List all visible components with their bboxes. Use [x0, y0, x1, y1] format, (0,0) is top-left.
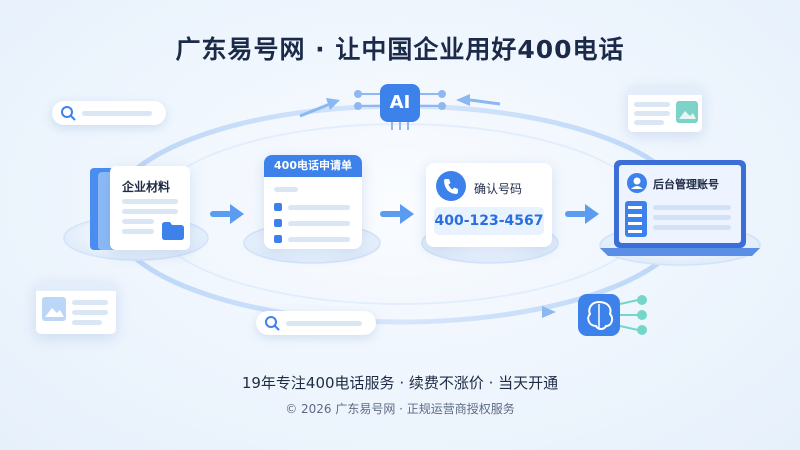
phone-icon	[436, 171, 466, 201]
footer-tagline: 19年专注400电话服务 · 续费不涨价 · 当天开通	[241, 374, 559, 392]
materials-label: 企业材料	[122, 180, 171, 194]
ai-badge-label: AI	[389, 92, 411, 113]
image-icon	[676, 101, 698, 123]
floating-window-bottom-left	[36, 282, 116, 334]
step-arrow-3	[565, 204, 599, 224]
search-icon	[265, 316, 280, 331]
admin-label: 后台管理账号	[653, 178, 719, 191]
ai-chip: AI	[352, 80, 448, 132]
folder-icon	[162, 222, 184, 240]
step-admin-account: 后台管理账号	[619, 165, 741, 243]
brain-node	[576, 292, 656, 340]
admin-sidebar	[625, 201, 647, 237]
image-icon	[42, 297, 66, 321]
ring-arrow-left	[299, 102, 331, 118]
materials-card: 企业材料	[110, 166, 190, 250]
search-pill-bottom	[256, 311, 376, 335]
checkbox-icon	[274, 203, 282, 211]
footer-copyright: © 2026 广东易号网 · 正规运营商授权服务	[285, 402, 515, 416]
checkbox-icon	[274, 219, 282, 227]
ring-arrowhead-left	[326, 98, 340, 110]
page-title: 广东易号网 · 让中国企业用好400电话	[175, 35, 625, 64]
checkbox-icon	[274, 235, 282, 243]
phone-number: 400-123-4567	[434, 207, 544, 235]
step-materials: 企业材料	[88, 166, 192, 252]
application-header: 400电话申请单	[264, 155, 362, 177]
step-application-form: 400电话申请单	[264, 155, 362, 249]
step-confirm-number: 确认号码 400-123-4567	[426, 163, 552, 247]
step-arrow-2	[380, 204, 414, 224]
ring-arrowhead-bottom	[542, 306, 556, 318]
step-arrow-1	[210, 204, 244, 224]
user-icon	[627, 173, 647, 193]
search-icon	[61, 106, 76, 121]
floating-window-top-right	[628, 86, 702, 132]
ring-arrowhead-right	[456, 94, 470, 106]
ai-chip-icon	[354, 84, 446, 130]
brain-icon	[578, 294, 647, 336]
confirm-label: 确认号码	[474, 182, 523, 196]
ring-arrow-right	[469, 98, 501, 106]
search-pill-top	[52, 101, 166, 125]
